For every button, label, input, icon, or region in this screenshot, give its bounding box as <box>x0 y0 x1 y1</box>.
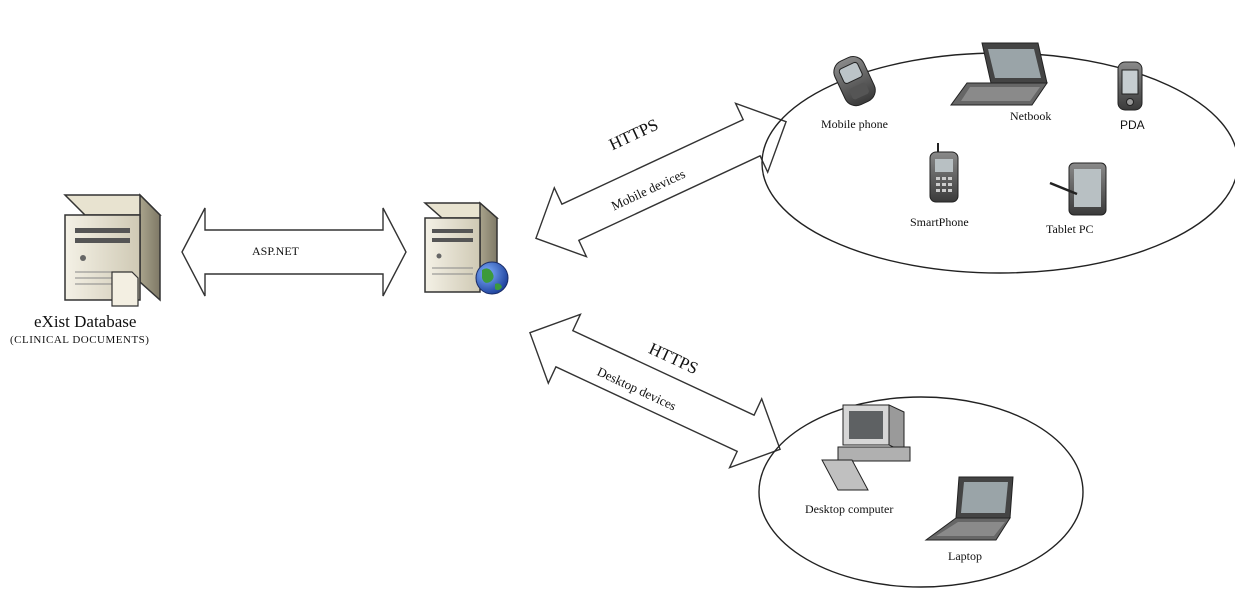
laptop-label: Laptop <box>948 549 982 563</box>
mobile-https-link-arrow <box>535 102 787 258</box>
desktop-https-link-arrow <box>529 313 781 469</box>
asp-net-link-arrow <box>181 207 407 297</box>
mobile-phone-icon <box>833 56 876 107</box>
database-subtitle: (CLINICAL DOCUMENTS) <box>10 334 150 346</box>
desktop-devices-ellipse <box>758 396 1084 588</box>
netbook-icon <box>950 42 1048 106</box>
smartphone-icon <box>929 143 959 203</box>
pda-icon <box>1117 61 1143 111</box>
desktop-computer-icon <box>821 404 911 491</box>
globe-icon <box>475 261 509 295</box>
tablet-pc-icon <box>1049 162 1107 216</box>
laptop-icon <box>924 476 1014 541</box>
desktop-computer-label: Desktop computer <box>805 502 894 516</box>
asp-net-label: ASP.NET <box>252 244 300 258</box>
pda-label: PDA <box>1120 118 1145 132</box>
tablet-pc-label: Tablet PC <box>1046 222 1094 236</box>
smartphone-label: SmartPhone <box>910 215 969 229</box>
database-server-icon <box>63 193 162 307</box>
netbook-label: Netbook <box>1010 109 1052 123</box>
mobile-phone-label: Mobile phone <box>821 117 888 131</box>
database-title: eXist Database <box>34 312 137 331</box>
